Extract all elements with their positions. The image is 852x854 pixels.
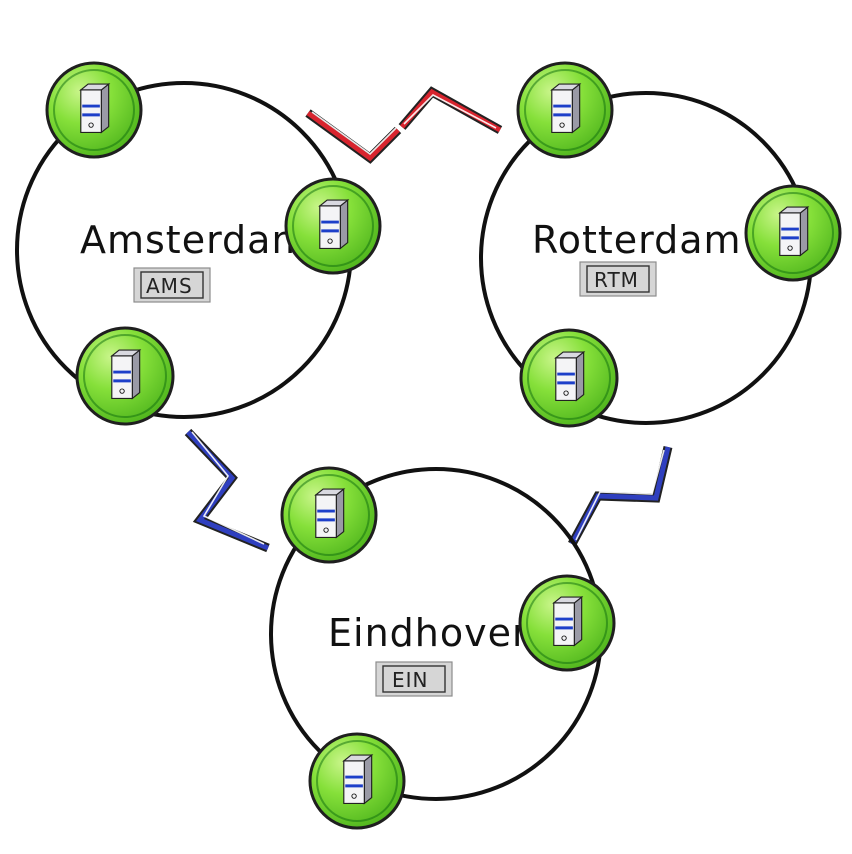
server-icon [342,753,374,805]
site-code-rotterdam: RTM [594,268,639,292]
server-node-ams-1[interactable] [45,61,143,159]
server-node-ams-3[interactable] [75,326,175,426]
server-node-rtm-2[interactable] [744,184,842,282]
server-node-ams-2[interactable] [284,177,382,275]
server-icon [318,198,350,250]
server-node-rtm-1[interactable] [516,61,614,159]
server-icon [110,348,142,400]
site-code-badge-eindhoven: EIN [375,661,453,697]
site-code-badge-rotterdam: RTM [579,261,657,297]
link-ams-rtm-broken [305,86,503,164]
server-node-ein-1[interactable] [280,466,378,564]
server-icon [554,350,586,402]
server-icon [778,205,810,257]
site-name-eindhoven: Eindhoven [328,611,537,655]
server-node-rtm-3[interactable] [519,328,619,428]
server-icon [79,82,111,134]
link-rtm-ein [568,445,673,547]
server-node-ein-3[interactable] [308,732,406,830]
links-layer [184,86,673,553]
site-code-badge-amsterdam: AMS [133,267,211,303]
server-node-ein-2[interactable] [518,574,616,672]
site-name-amsterdam: Amsterdam [80,218,309,262]
site-code-amsterdam: AMS [146,274,193,298]
nodes-layer [45,61,842,830]
labels-layer: Amsterdam AMS Rotterdam RTM Eindhoven EI… [80,218,742,697]
link-ams-ein [184,428,270,553]
server-icon [550,82,582,134]
server-icon [314,487,346,539]
server-icon [552,595,584,647]
site-code-eindhoven: EIN [392,668,429,692]
site-name-rotterdam: Rotterdam [532,218,742,262]
